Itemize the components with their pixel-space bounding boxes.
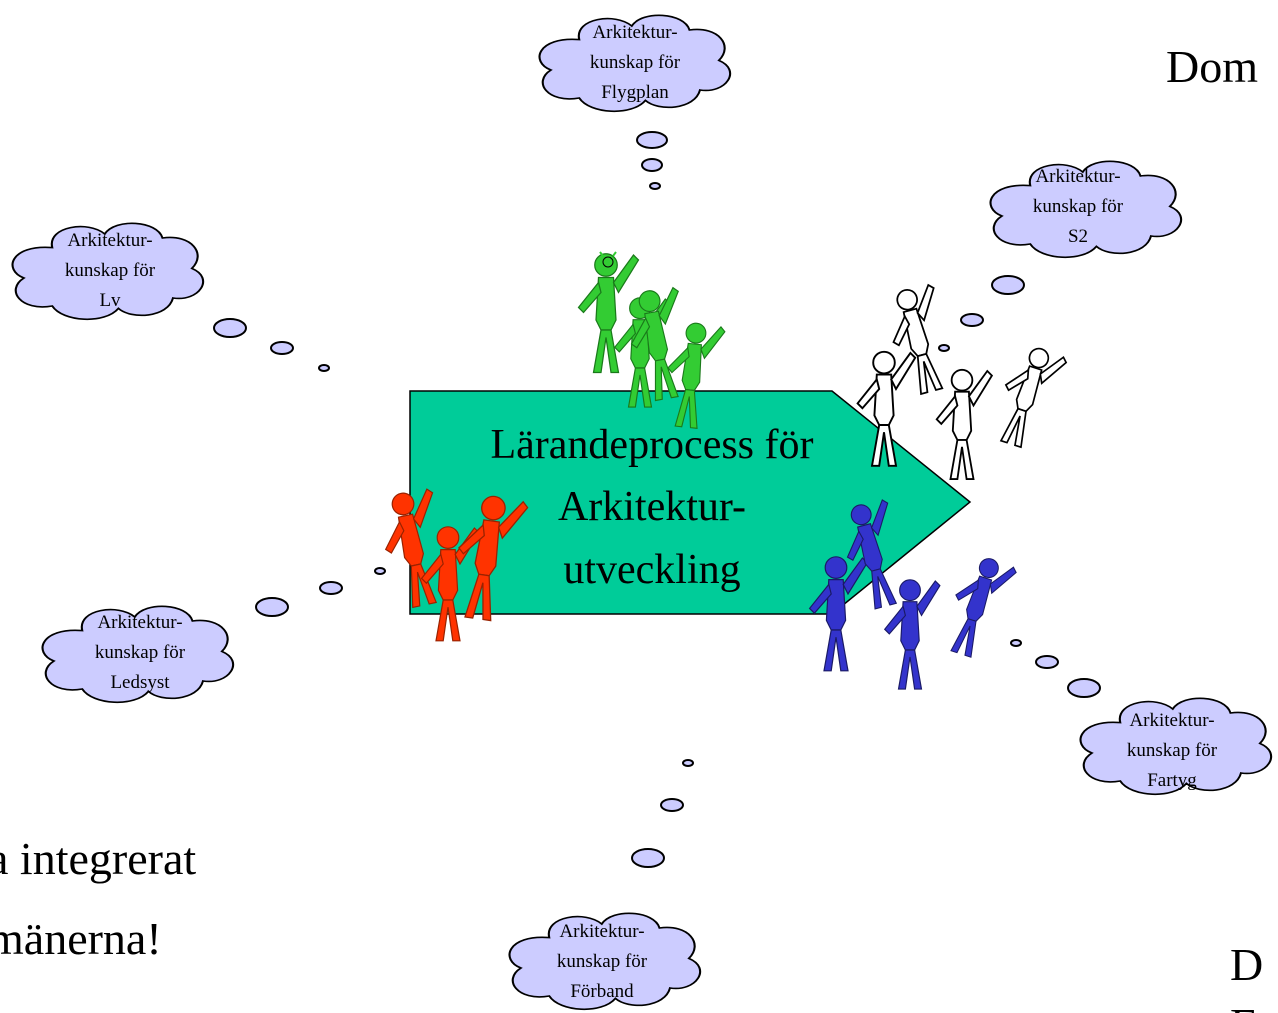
- cloud-flygplan-text: Arkitektur- kunskap för Flygplan: [590, 22, 681, 103]
- slide-text-bottom-left-1: a integrerat: [0, 833, 196, 884]
- cloud-line: Arkitektur-: [97, 612, 182, 633]
- arrow-line: utveckling: [563, 547, 740, 593]
- cloud-line: Arkitektur-: [592, 22, 677, 43]
- cloud-line: Arkitektur-: [1035, 166, 1120, 187]
- cloud-line: kunskap för: [590, 52, 681, 73]
- cloud-line: Arkitektur-: [559, 921, 644, 942]
- cloud-lv-text: Arkitektur- kunskap för Lv: [65, 230, 156, 311]
- cloud-line: Förband: [570, 981, 634, 1002]
- cloud-s2-text: Arkitektur- kunskap för S2: [1033, 166, 1124, 247]
- bubble-trail-ledsyst: [255, 567, 386, 617]
- lightbulb-icon: [599, 251, 617, 268]
- white-figure: [988, 341, 1069, 454]
- cloud-line: Ledsyst: [110, 672, 170, 693]
- cloud-line: Arkitektur-: [1129, 710, 1214, 731]
- cloud-line: Fartyg: [1147, 770, 1197, 791]
- bubble-trail-s2: [938, 275, 1025, 352]
- cloud-line: kunskap för: [65, 260, 156, 281]
- bubble-trail-flygplan: [636, 131, 668, 190]
- blue-figure: [938, 551, 1019, 663]
- bubble-trail-lv: [213, 318, 330, 372]
- bubble-trail-fartyg: [1010, 639, 1101, 698]
- cloud-line: kunskap för: [1127, 740, 1218, 761]
- cloud-line: S2: [1068, 226, 1088, 247]
- bubble-trail-forband: [631, 759, 694, 868]
- slide-text-bottom-right-2: F: [1230, 999, 1256, 1013]
- slide-text-bottom-left-2: mänerna!: [0, 913, 162, 964]
- slide-text-top-right: Dom: [1166, 41, 1258, 92]
- arrow-line: Lärandeprocess för: [491, 422, 814, 468]
- cloud-ledsyst-text: Arkitektur- kunskap för Ledsyst: [95, 612, 186, 693]
- white-figure: [935, 368, 993, 481]
- cloud-line: kunskap för: [1033, 196, 1124, 217]
- arrow-line: Arkitektur-: [558, 484, 746, 530]
- cloud-line: Arkitektur-: [67, 230, 152, 251]
- slide-text-bottom-right-1: D: [1230, 939, 1263, 990]
- cloud-line: Lv: [99, 290, 121, 311]
- cloud-forband-text: Arkitektur- kunskap för Förband: [557, 921, 648, 1002]
- process-arrow-label: Lärandeprocess för Arkitektur- utvecklin…: [491, 422, 814, 593]
- cloud-fartyg-text: Arkitektur- kunskap för Fartyg: [1127, 710, 1218, 791]
- cloud-line: Flygplan: [601, 82, 669, 103]
- green-figure: [577, 253, 640, 374]
- white-people-group: [856, 281, 1069, 481]
- cloud-line: kunskap för: [557, 951, 648, 972]
- cloud-line: kunskap för: [95, 642, 186, 663]
